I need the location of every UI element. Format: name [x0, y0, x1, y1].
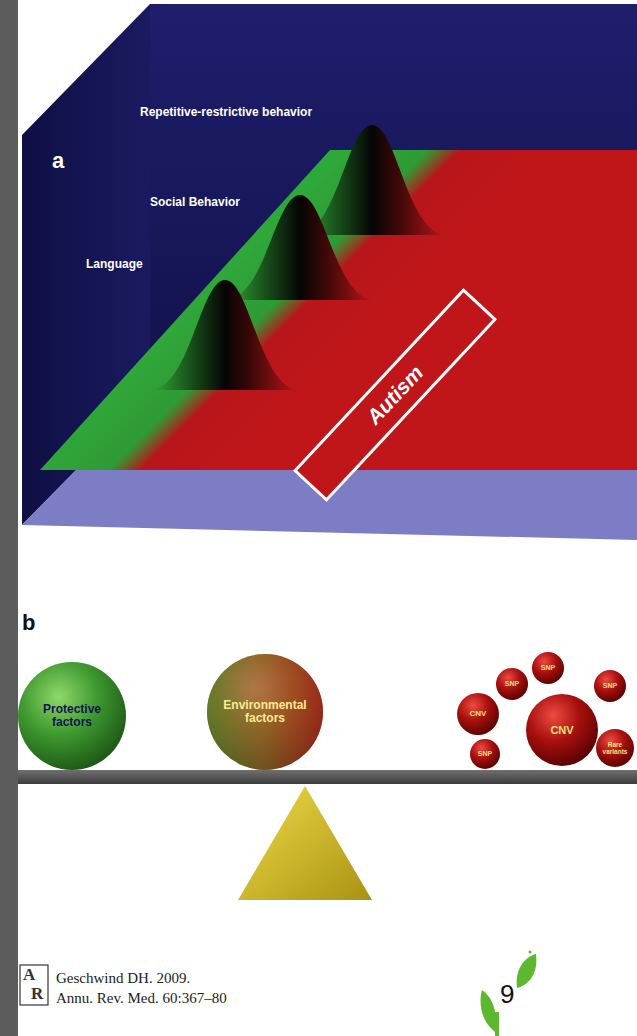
trait-label: Social Behavior — [150, 196, 240, 210]
citation: Geschwind DH. 2009. — [56, 970, 190, 987]
slide-panel — [18, 0, 637, 1036]
logo-dot — [529, 951, 532, 954]
citation: Annu. Rev. Med. 60:367–80 — [56, 990, 227, 1007]
sphere-label: CNV — [550, 724, 573, 736]
cnv-sphere: CNV — [457, 693, 499, 735]
snp-sphere: SNP — [470, 739, 500, 769]
environment-sphere: Environmental factors — [207, 654, 323, 770]
sphere-label: Protective factors — [26, 703, 119, 729]
snp-sphere: SNP — [532, 652, 564, 684]
fulcrum — [238, 786, 372, 900]
sphere-label: SNP — [505, 680, 519, 688]
sphere-label: CNV — [470, 710, 487, 719]
panel-letter: b — [22, 610, 35, 635]
page-number: 9 — [500, 980, 514, 1010]
sphere-label: SNP — [603, 682, 617, 690]
sphere-label: SNP — [478, 750, 492, 758]
trait-peak — [150, 280, 300, 390]
logo-leaf — [517, 954, 537, 988]
balance-beam — [18, 770, 637, 784]
sphere-label: Environmental factors — [215, 699, 315, 725]
logo-leaf — [481, 990, 496, 1032]
protective-sphere: Protective factors — [18, 662, 126, 770]
cnv-sphere: CNV — [526, 694, 598, 766]
logo-letter: R — [31, 984, 43, 1004]
sphere-label: Rare variants — [599, 741, 632, 755]
rare-variant-sphere: Rare variants — [596, 729, 634, 767]
trait-peak — [225, 195, 375, 300]
panel-letter: a — [52, 148, 64, 173]
snp-sphere: SNP — [496, 668, 528, 700]
publisher-logo — [20, 965, 48, 1005]
trait-label: Language — [86, 258, 143, 272]
logo-stem — [495, 1012, 499, 1036]
logo-letter: A — [23, 965, 35, 985]
sphere-label: SNP — [541, 664, 555, 672]
trait-label: Repetitive-restrictive behavior — [140, 106, 312, 120]
snp-sphere: SNP — [594, 670, 626, 702]
